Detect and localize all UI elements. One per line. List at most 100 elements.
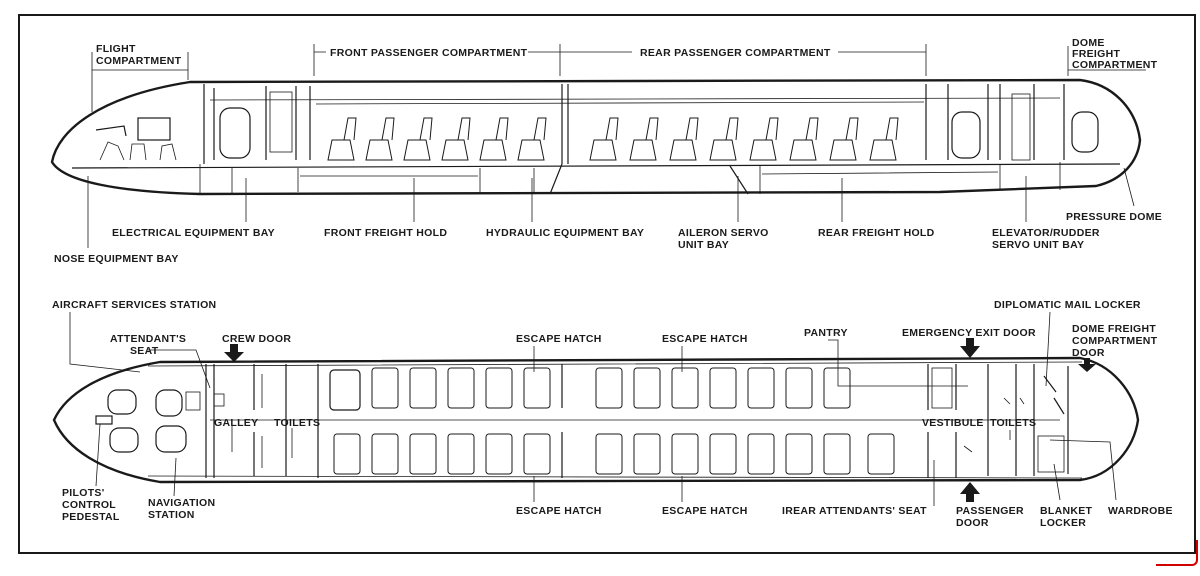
plan-seat: [785, 367, 813, 409]
navigation-label-1: NAVIGATION: [148, 497, 215, 509]
plan-seat: [633, 433, 661, 475]
dome-freight-door-label-2: COMPARTMENT: [1072, 335, 1158, 347]
aileron-servo-label-2: UNIT BAY: [678, 239, 729, 251]
plan-seat: [409, 367, 437, 409]
plan-seat: [709, 367, 737, 409]
side-seat: [479, 117, 509, 161]
plan-seat: [523, 367, 551, 409]
elevator-rudder-label-2: SERVO UNIT BAY: [992, 239, 1084, 251]
pedestal-label-1: PILOTS': [62, 487, 105, 499]
dome-freight-label-3: COMPARTMENT: [1072, 59, 1158, 71]
plan-seat: [823, 433, 851, 475]
plan-seat: [523, 433, 551, 475]
plan-seat: [409, 433, 437, 475]
front-passenger-dim: [313, 44, 561, 76]
front-hold-label: FRONT FREIGHT HOLD: [324, 227, 447, 239]
front-passenger-label: FRONT PASSENGER COMPARTMENT: [330, 47, 528, 59]
flight-compartment-label-1: FLIGHT: [96, 43, 136, 55]
plan-seat: [371, 367, 399, 409]
blanket-locker-label-2: LOCKER: [1040, 517, 1086, 529]
passenger-door-arrow: [960, 482, 980, 502]
pedestal-label-2: CONTROL: [62, 499, 116, 511]
dome-freight-label-2: FREIGHT: [1072, 48, 1120, 60]
galley-label: GALLEY: [214, 417, 258, 429]
rear-hold-label: REAR FREIGHT HOLD: [818, 227, 935, 239]
side-seat: [869, 117, 899, 161]
nose-bay-label: NOSE EQUIPMENT BAY: [54, 253, 179, 265]
side-seat: [629, 117, 659, 161]
passenger-door-label-2: DOOR: [956, 517, 989, 529]
pressure-dome-label: PRESSURE DOME: [1066, 211, 1162, 223]
leader-blanket: [1053, 463, 1061, 501]
passenger-door-label-1: PASSENGER: [956, 505, 1024, 517]
plan-seat: [447, 367, 475, 409]
emergency-exit-label: EMERGENCY EXIT DOOR: [902, 327, 1036, 339]
leader-attendant-seat: [148, 349, 211, 389]
leader-diplomatic: [1045, 311, 1051, 387]
side-seat: [517, 117, 547, 161]
plan-seat: [671, 433, 699, 475]
escape-hatch-top-2-label: ESCAPE HATCH: [662, 333, 748, 345]
plan-seat: [785, 433, 813, 475]
side-cabin-floor: [71, 163, 1121, 169]
toilets-rear-label: TOILETS: [990, 417, 1036, 429]
blanket-locker-label-1: BLANKET: [1040, 505, 1093, 517]
flight-compartment-dim: [91, 52, 189, 112]
escape-hatch-bottom-2-label: ESCAPE HATCH: [662, 505, 748, 517]
flight-compartment-label-2: COMPARTMENT: [96, 55, 182, 67]
side-seat: [441, 117, 471, 161]
crew-door-label: CREW DOOR: [222, 333, 291, 345]
attendant-seat-label-2: SEAT: [130, 345, 159, 357]
plan-view: AIRCRAFT SERVICES STATION ATTENDANT'S SE…: [52, 299, 1173, 529]
dome-freight-door-label-1: DOME FREIGHT: [1072, 323, 1156, 335]
plan-seat: [371, 433, 399, 475]
leader-navigation: [173, 457, 177, 497]
side-seat: [749, 117, 779, 161]
side-view: FLIGHT COMPARTMENT FRONT PASSENGER COMPA…: [50, 37, 1162, 265]
dome-freight-label-1: DOME: [1072, 37, 1105, 49]
side-seat: [327, 117, 357, 161]
wardrobe-label: WARDROBE: [1108, 505, 1173, 517]
side-seats-rear: [589, 117, 899, 161]
plan-seats: [333, 367, 895, 475]
pantry-label: PANTRY: [804, 327, 848, 339]
hydraulic-bay-label: HYDRAULIC EQUIPMENT BAY: [486, 227, 644, 239]
pedestal-label-3: PEDESTAL: [62, 511, 120, 523]
corner-mark: [1156, 540, 1198, 566]
plan-seat: [867, 433, 895, 475]
plan-seat: [447, 433, 475, 475]
plan-seat: [595, 367, 623, 409]
plan-fuselage: [52, 356, 1140, 484]
emergency-exit-arrow: [960, 338, 980, 358]
crew-door-arrow: [224, 344, 244, 362]
dome-freight-dim: [1067, 46, 1146, 76]
side-ceiling: [209, 97, 1061, 101]
leader-pressure-dome: [1123, 167, 1135, 207]
plan-seat: [333, 433, 361, 475]
rear-passenger-dim: [560, 44, 927, 76]
rear-passenger-label: REAR PASSENGER COMPARTMENT: [640, 47, 831, 59]
toilets-front-label: TOILETS: [274, 417, 320, 429]
side-seat: [365, 117, 395, 161]
side-seat: [709, 117, 739, 161]
rear-attendants-seat-label: IREAR ATTENDANTS' SEAT: [782, 505, 927, 517]
escape-hatch-bottom-1-label: ESCAPE HATCH: [516, 505, 602, 517]
diplomatic-mail-label: DIPLOMATIC MAIL LOCKER: [994, 299, 1141, 311]
side-fuselage: [50, 78, 1142, 196]
dome-freight-door-label-3: DOOR: [1072, 347, 1105, 359]
side-seat: [589, 117, 619, 161]
side-seat: [669, 117, 699, 161]
plan-seat: [485, 433, 513, 475]
plan-seat: [671, 367, 699, 409]
plan-seat: [709, 433, 737, 475]
diagram-frame: [18, 14, 1196, 554]
electrical-bay-label: ELECTRICAL EQUIPMENT BAY: [112, 227, 275, 239]
aircraft-services-label: AIRCRAFT SERVICES STATION: [52, 299, 216, 311]
leader-pantry: [828, 339, 968, 387]
dome-door-arrow: [1078, 358, 1096, 372]
plan-seat: [633, 367, 661, 409]
side-seat: [403, 117, 433, 161]
plan-seat: [595, 433, 623, 475]
leader-aircraft-services: [69, 312, 141, 373]
aileron-servo-label-1: AILERON SERVO: [678, 227, 769, 239]
